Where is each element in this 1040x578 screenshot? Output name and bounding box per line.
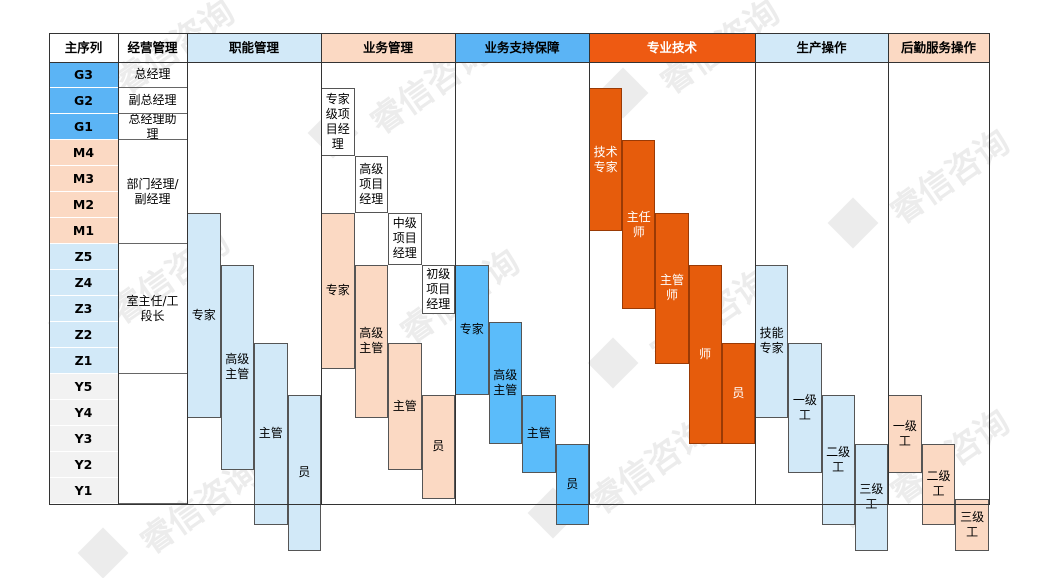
mgmt-block: 总经理助理 [118, 114, 187, 140]
column-divider [755, 33, 756, 504]
career-block: 师 [688, 264, 722, 445]
level-cell: Z2 [49, 322, 118, 348]
header-level-column: 主序列 [64, 40, 103, 55]
level-cell: Z5 [49, 244, 118, 270]
level-cell: Y5 [49, 374, 118, 400]
level-cell: Y4 [49, 400, 118, 426]
header-mgmt-column: 经营管理 [127, 40, 178, 55]
level-cell: Y3 [49, 426, 118, 452]
watermark-logo [827, 197, 879, 249]
column-divider [989, 33, 990, 504]
career-block: 高级主管 [488, 322, 522, 445]
career-block: 主管师 [655, 212, 689, 364]
watermark-logo [587, 337, 639, 389]
mgmt-block: 副总经理 [118, 88, 187, 114]
mgmt-block: 总经理 [118, 62, 187, 88]
career-block: 一级工 [888, 394, 922, 473]
career-block: 三级工 [955, 498, 989, 551]
career-block: 主任师 [622, 140, 656, 309]
career-block: 专家 [321, 212, 355, 369]
level-cell: Y2 [49, 452, 118, 478]
header-column-2: 业务管理 [321, 33, 455, 62]
career-block: 高级主管 [220, 264, 254, 471]
career-block: 员 [555, 444, 589, 525]
level-cell: G1 [49, 114, 118, 140]
career-block: 中级项目经理 [388, 212, 422, 265]
career-block: 专家 [187, 212, 221, 419]
level-cell: M4 [49, 140, 118, 166]
mgmt-block [118, 374, 187, 504]
career-block: 三级工 [854, 444, 888, 551]
career-block: 主管 [522, 394, 556, 473]
career-block: 初级项目经理 [421, 264, 455, 315]
level-cell: Y1 [49, 478, 118, 504]
table-bottom-border [49, 504, 990, 505]
column-divider [187, 33, 188, 504]
level-cell: Z1 [49, 348, 118, 374]
career-block: 员 [721, 342, 755, 445]
header-bottom-border [49, 62, 990, 63]
career-block: 专家 [455, 264, 489, 395]
level-cell: M1 [49, 218, 118, 244]
level-cell: Z4 [49, 270, 118, 296]
career-block: 专家级项目经理 [321, 88, 355, 156]
career-block: 一级工 [788, 342, 822, 473]
column-divider [589, 33, 590, 504]
table-top-border [49, 33, 990, 34]
career-block: 二级工 [921, 444, 956, 525]
career-block: 员 [287, 394, 321, 551]
level-cell: M2 [49, 192, 118, 218]
header-column-1: 职能管理 [187, 33, 321, 62]
header-column-6: 后勤服务操作 [888, 33, 989, 62]
header-column-3: 业务支持保障 [455, 33, 589, 62]
column-divider [455, 33, 456, 504]
mgmt-block: 部门经理/副经理 [118, 140, 187, 244]
header-column-5: 生产操作 [755, 33, 888, 62]
watermark-text: 睿信咨询 [882, 121, 1018, 233]
level-cell: M3 [49, 166, 118, 192]
level-cell: G3 [49, 62, 118, 88]
header-column-4: 专业技术 [589, 33, 755, 62]
column-divider [49, 33, 50, 504]
mgmt-block: 室主任/工段长 [118, 244, 187, 374]
career-block: 主管 [388, 342, 422, 471]
column-divider [888, 33, 889, 504]
column-divider [118, 33, 119, 504]
career-block: 高级项目经理 [354, 155, 388, 213]
watermark-logo [77, 527, 129, 578]
level-cell: G2 [49, 88, 118, 114]
career-block: 主管 [254, 342, 288, 525]
career-block: 二级工 [821, 394, 855, 525]
career-block: 技术专家 [589, 88, 623, 231]
column-divider [321, 33, 322, 504]
level-cell: Z3 [49, 296, 118, 322]
career-block: 员 [421, 394, 455, 499]
career-block: 技能专家 [755, 264, 789, 419]
career-block: 高级主管 [354, 264, 388, 419]
